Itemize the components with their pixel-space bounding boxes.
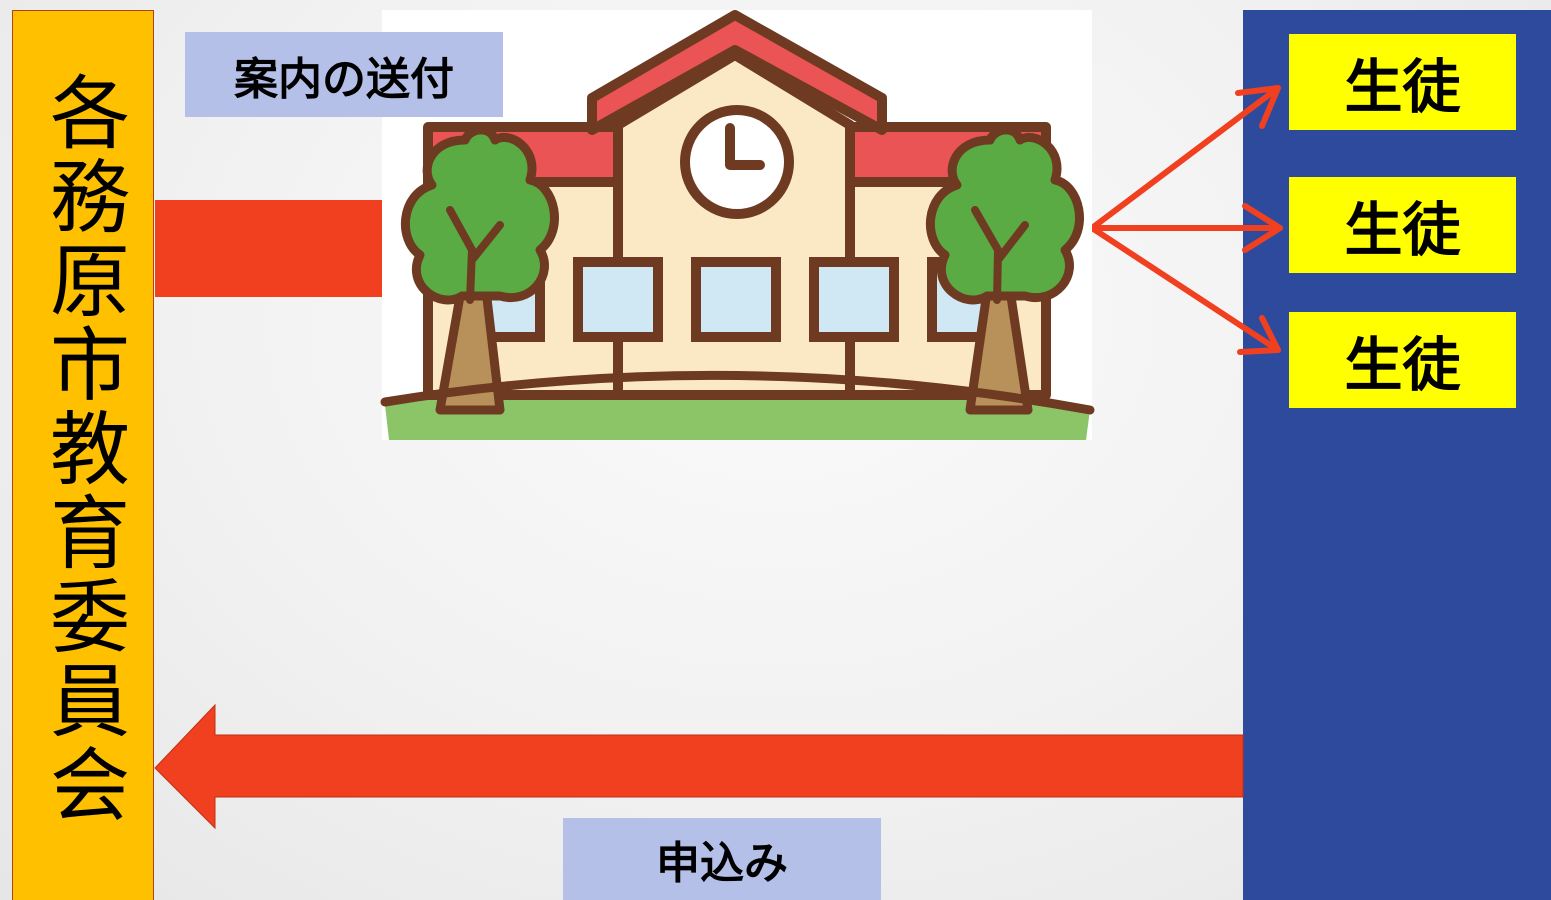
student-box: 生徒	[1289, 34, 1516, 130]
tree-icon	[400, 125, 559, 415]
clock-icon	[680, 105, 794, 219]
tree-icon	[925, 125, 1084, 415]
student-box: 生徒	[1289, 177, 1516, 273]
student-box: 生徒	[1289, 312, 1516, 408]
board-of-education-box: 各務原市教育委員会	[12, 10, 154, 900]
send-arrow-band	[155, 200, 385, 297]
board-of-education-label: 各務原市教育委員会	[37, 71, 130, 827]
send-guide-label: 案内の送付	[185, 32, 503, 117]
school-panel	[1243, 10, 1551, 900]
apply-arrow	[154, 703, 1244, 830]
application-label: 申込み	[563, 818, 881, 900]
